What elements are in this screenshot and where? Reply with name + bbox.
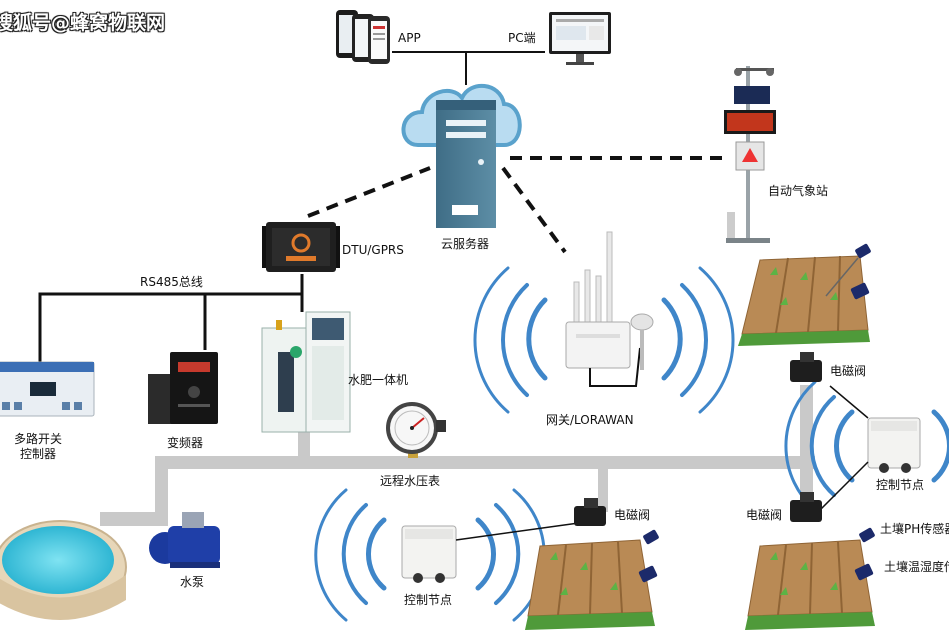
pressure-gauge-icon — [386, 402, 446, 458]
control-node-center-icon — [401, 521, 587, 583]
valve-right-bottom-icon — [790, 492, 822, 522]
fertigation-machine-icon — [261, 311, 351, 433]
weather-station-icon — [724, 66, 776, 243]
wireless-waves — [314, 266, 949, 622]
label-control-node-right: 控制节点 — [876, 478, 925, 492]
phone-app-icon — [336, 10, 390, 64]
inverter-icon — [148, 352, 218, 424]
label-valve-right-bottom: 电磁阀 — [746, 508, 783, 522]
label-rs485: RS485总线 — [140, 275, 203, 289]
label-valve-center: 电磁阀 — [614, 508, 651, 522]
watermark: 搜狐号@蜂窝物联网 — [0, 12, 166, 34]
valve-right-top-icon — [790, 352, 822, 382]
network-lines — [38, 51, 728, 362]
soil-plot-bottom-right — [745, 527, 875, 630]
water-pool-icon — [0, 520, 127, 620]
control-node-right-icon — [817, 385, 921, 513]
label-weather-station: 自动气象站 — [768, 184, 829, 198]
label-soil-ph-sensor: 土壤PH传感器 — [880, 522, 949, 536]
label-soil-temp-humidity-sensor: 土壤温湿度传感器 — [884, 560, 949, 574]
label-gateway: 网关/LORAWAN — [546, 413, 634, 427]
multi-switch-controller-icon — [0, 361, 95, 417]
cloud-server-icon — [401, 83, 522, 228]
label-fertigation: 水肥一体机 — [348, 373, 409, 387]
valve-center-icon — [574, 498, 606, 526]
label-pc: PC端 — [508, 31, 536, 45]
solenoid-valves — [574, 352, 822, 526]
gateway-waves — [473, 266, 735, 414]
label-app: APP — [398, 31, 421, 45]
label-pump: 水泵 — [180, 575, 205, 589]
label-pressure-gauge: 远程水压表 — [380, 474, 441, 488]
label-valve-right-top: 电磁阀 — [830, 364, 867, 378]
label-control-node-center: 控制节点 — [404, 593, 453, 607]
dtu-gprs-icon — [262, 222, 340, 272]
label-multi-switch-line1: 多路开关 — [13, 432, 63, 446]
soil-plot-top-right — [738, 243, 871, 346]
water-pump-icon — [149, 512, 220, 568]
label-dtu: DTU/GPRS — [342, 243, 404, 257]
lora-gateway-icon — [565, 231, 654, 387]
soil-plot-center — [525, 529, 659, 630]
label-multi-switch-line2: 控制器 — [19, 447, 57, 461]
water-pipes — [100, 385, 815, 526]
label-cloud-server: 云服务器 — [440, 237, 490, 251]
monitor-pc-icon — [549, 12, 611, 65]
label-inverter: 变频器 — [167, 436, 204, 450]
